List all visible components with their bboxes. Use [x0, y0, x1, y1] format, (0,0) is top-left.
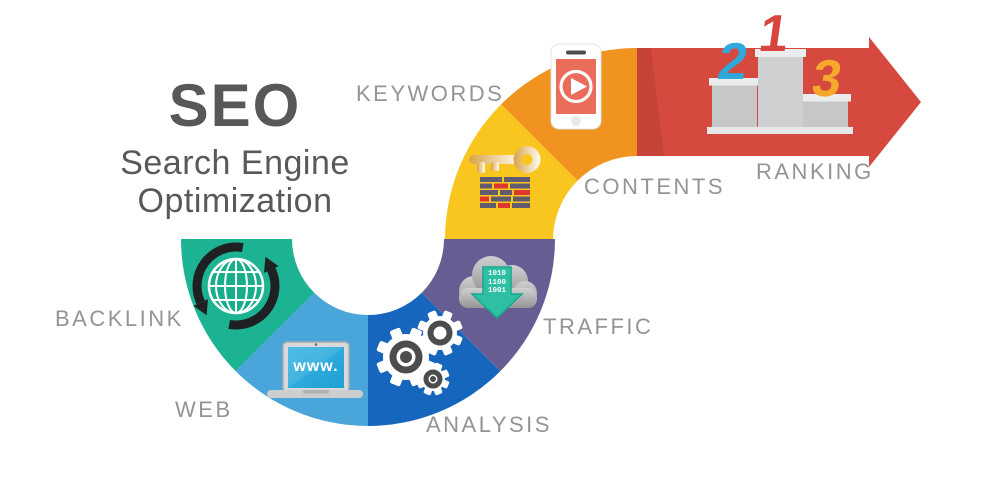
segment-analysis-arc — [368, 292, 501, 426]
binary-line-3: 1001 — [487, 287, 506, 295]
label-web: WEB — [175, 397, 233, 422]
title-acronym: SEO — [168, 72, 302, 139]
binary-code-text: 1010 1100 1001 — [479, 270, 515, 296]
laptop-screen-text: www. — [293, 358, 339, 375]
title-subtitle-line2: Optimization — [137, 182, 333, 221]
arrow-fold-shade — [637, 48, 664, 156]
podium-123-icon — [707, 49, 853, 134]
title-subtitle-line1: Search Engine — [120, 144, 350, 182]
smartphone-video-icon — [550, 43, 602, 130]
label-analysis: ANALYSIS — [426, 412, 552, 437]
diagram-title: SEO Search Engine Optimization — [75, 72, 395, 221]
label-backlink: BACKLINK — [55, 306, 184, 331]
podium-rank-3: 3 — [808, 50, 846, 108]
segment-keywords-arc — [445, 104, 578, 240]
laptop-www-icon — [267, 341, 363, 398]
label-ranking: RANKING — [756, 159, 874, 184]
brick-wall — [480, 177, 530, 208]
gears-icon — [376, 310, 463, 396]
label-keywords: KEYWORDS — [356, 81, 505, 106]
binary-line-2: 1100 — [487, 278, 506, 287]
globe-sync-icon — [192, 242, 280, 330]
binary-line-1: 1010 — [487, 270, 506, 278]
label-traffic: TRAFFIC — [543, 314, 654, 339]
cloud-binary-download-icon — [459, 256, 537, 320]
label-contents: CONTENTS — [584, 174, 725, 199]
podium-rank-2: 2 — [714, 33, 752, 91]
key-brickwall-icon — [469, 146, 541, 208]
